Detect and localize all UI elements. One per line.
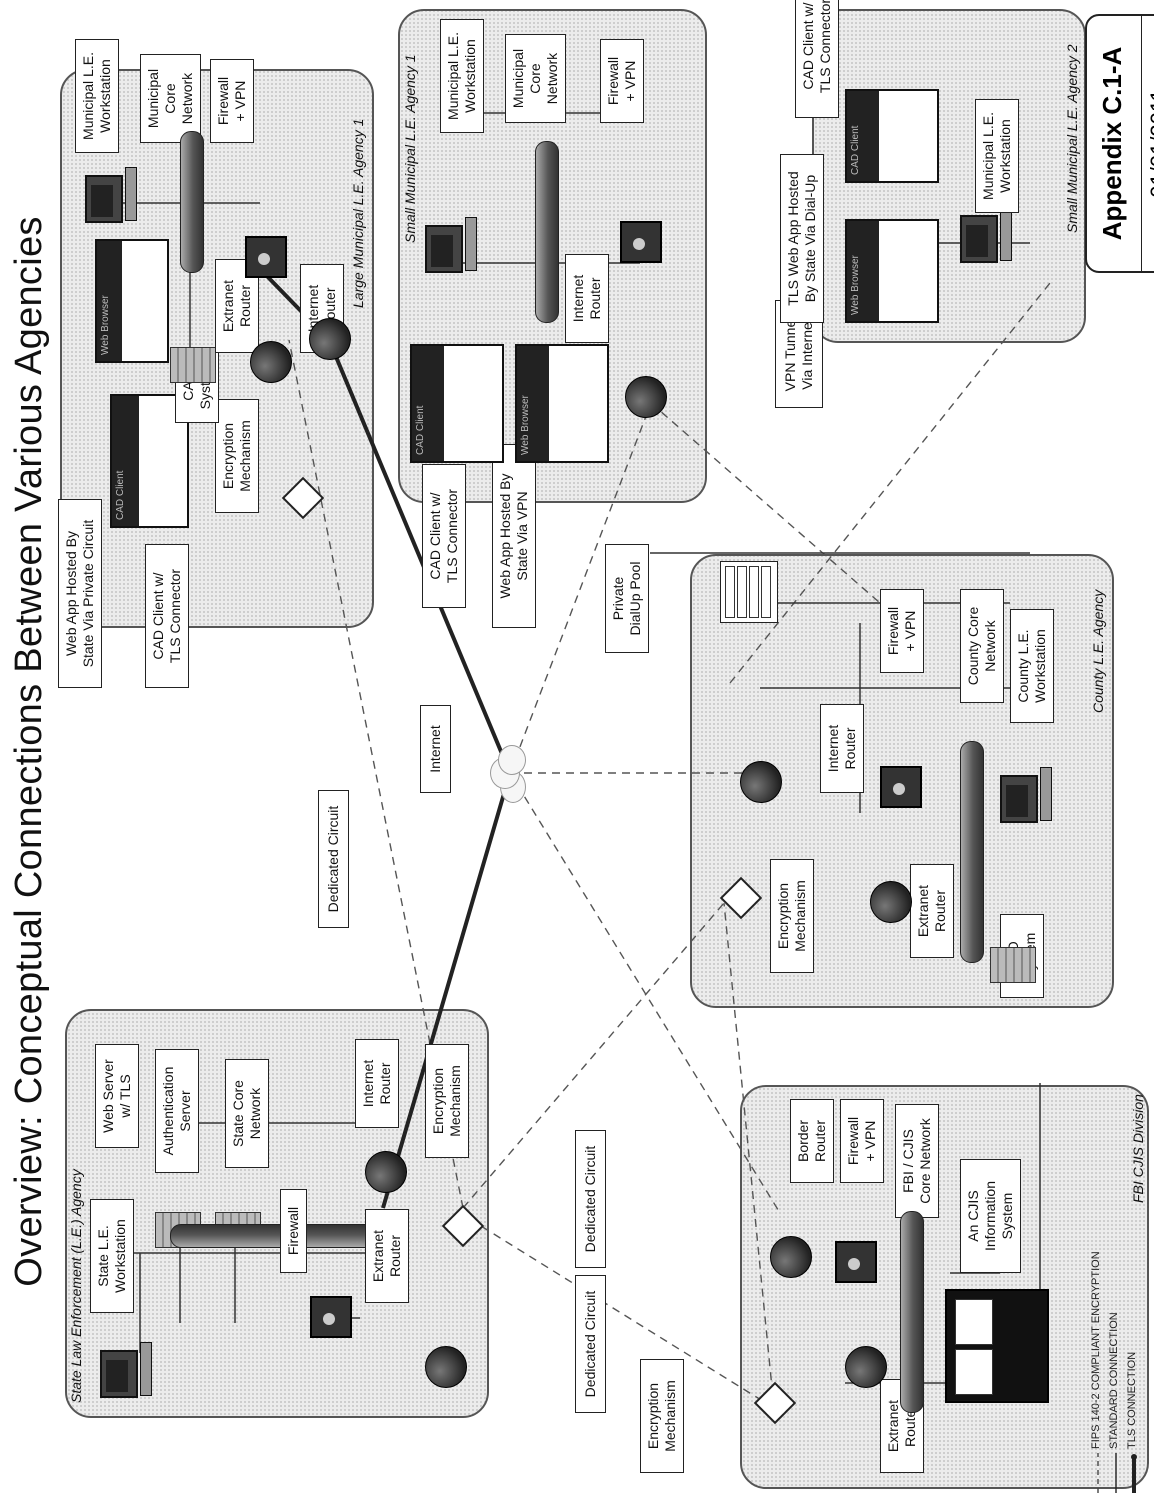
- fbi-firewall-label: Firewall + VPN: [840, 1099, 884, 1183]
- large-workstation-icon: [85, 167, 141, 223]
- state-auth-server-label: Authentication Server: [155, 1049, 199, 1173]
- small1-web-app-callout: Web App Hosted By State Via VPN: [492, 444, 536, 628]
- large-cad-client-callout: CAD Client w/ TLS Connector: [145, 544, 189, 688]
- county-internet-router-icon: [740, 761, 782, 803]
- county-core-network-label: County Core Network: [960, 589, 1004, 703]
- tls-link-internet-large: [327, 339, 512, 774]
- large-firewall-icon: [245, 236, 287, 278]
- small1-cad-client-window-title: CAD Client: [412, 346, 445, 461]
- county-internet-router-label: Internet Router: [820, 704, 864, 793]
- large-extranet-router-icon: [250, 341, 292, 383]
- small1-workstation-label: Municipal L.E. Workstation: [440, 19, 484, 133]
- small1-internet-router-icon: [625, 376, 667, 418]
- fips-link-state-county: [462, 902, 725, 1209]
- county-workstation-label: County L.E. Workstation: [1010, 609, 1054, 723]
- dialup-pool-icon: [720, 561, 778, 623]
- large-web-app-callout: Web App Hosted By State Via Private Circ…: [58, 499, 102, 688]
- large-web-browser-window: Web Browser: [95, 239, 169, 363]
- state-extranet-router-icon: [425, 1346, 467, 1388]
- county-encryption-label: Encryption Mechanism: [770, 859, 814, 973]
- vpn-link-small2: [729, 282, 1051, 684]
- dedicated-circuit-left-label: Dedicated Circuit: [575, 1275, 606, 1413]
- appendix-date: 01/01/2011: [1141, 16, 1154, 271]
- state-core-network-label: State Core Network: [225, 1059, 269, 1168]
- cad-client-window-title: CAD Client: [112, 396, 139, 526]
- fips-link-fbi-county: [723, 902, 775, 1409]
- fbi-border-router-icon: [770, 1236, 812, 1278]
- legend: FIPS 140-2 COMPLIANT ENCRYPTION STANDARD…: [1090, 1251, 1144, 1493]
- web-browser-window-title: Web Browser: [97, 241, 123, 361]
- small1-web-browser-window-title: Web Browser: [517, 346, 550, 461]
- legend-standard: STANDARD CONNECTION: [1108, 1251, 1126, 1493]
- appendix-name: Appendix C.1-A: [1097, 46, 1127, 241]
- large-firewall-label: Firewall + VPN: [210, 59, 254, 143]
- small1-internet-router-label: Internet Router: [565, 254, 609, 343]
- state-firewall-label: Firewall: [280, 1189, 307, 1273]
- county-extranet-router-label: Extranet Router: [910, 864, 954, 958]
- fbi-extranet-router-icon: [845, 1346, 887, 1388]
- legend-fips-text: FIPS 140-2 COMPLIANT ENCRYPTION: [1090, 1251, 1102, 1449]
- county-workstation-icon: [1000, 767, 1056, 823]
- small2-cad-client-window-title: CAD Client: [847, 91, 880, 181]
- fbi-border-router-label: Border Router: [790, 1099, 834, 1183]
- large-cad-system-icon: [170, 347, 216, 383]
- state-web-server-label: Web Server w/ TLS: [95, 1044, 139, 1148]
- state-workstation-label: State L.E. Workstation: [90, 1199, 134, 1313]
- state-internet-router-icon: [365, 1151, 407, 1193]
- county-dialup-pool-label: Private DialUp Pool: [605, 544, 649, 653]
- internet-cloud-icon: [490, 745, 526, 803]
- small1-core-network-icon: [535, 141, 559, 323]
- fips-link-fbi-state: [459, 1212, 775, 1409]
- internet-label: Internet: [420, 705, 451, 793]
- fbi-firewall-icon: [835, 1241, 877, 1283]
- large-workstation-label: Municipal L.E. Workstation: [75, 39, 119, 153]
- county-cad-system-icon: [990, 947, 1036, 983]
- fbi-core-network-icon: [900, 1211, 924, 1413]
- tls-link-state-internet: [381, 772, 512, 1209]
- large-internet-router-icon: [309, 318, 351, 360]
- small2-tls-web-callout: TLS Web App Hosted By State Via Dial-Up: [780, 154, 824, 323]
- internet-link-small1: [509, 402, 652, 774]
- large-core-network-label: Municipal Core Network: [140, 54, 201, 143]
- small2-cad-client-window: CAD Client: [845, 89, 939, 183]
- appendix-stamp: Appendix C.1-A 01/01/2011: [1085, 14, 1154, 273]
- dedicated-circuit-top-label: Dedicated Circuit: [318, 790, 349, 928]
- small1-cad-client-callout: CAD Client w/ TLS Connector: [422, 464, 466, 608]
- legend-tls: TLS CONNECTION: [1126, 1251, 1144, 1493]
- small1-web-browser-window: Web Browser: [515, 344, 609, 463]
- small1-workstation-icon: [425, 217, 481, 273]
- cjis-information-system-icon: [945, 1289, 1049, 1403]
- legend-fips: FIPS 140-2 COMPLIANT ENCRYPTION: [1090, 1251, 1108, 1493]
- small2-cad-client-callout: CAD Client w/ TLS Connector: [795, 0, 839, 118]
- fbi-encryption-label: Encryption Mechanism: [640, 1359, 684, 1473]
- large-encryption-label: Encryption Mechanism: [215, 399, 259, 513]
- legend-standard-text: STANDARD CONNECTION: [1108, 1312, 1120, 1449]
- state-workstation-icon: [100, 1342, 156, 1398]
- state-extranet-router-label: Extranet Router: [365, 1209, 409, 1303]
- county-extranet-router-icon: [870, 881, 912, 923]
- vpn-link-small1: [650, 402, 881, 604]
- state-encryption-label: Encryption Mechanism: [425, 1044, 469, 1158]
- small1-firewall-icon: [620, 221, 662, 263]
- state-internet-router-label: Internet Router: [355, 1039, 399, 1128]
- large-core-network-icon: [180, 131, 204, 273]
- state-firewall-icon: [310, 1296, 352, 1338]
- small1-core-network-label: Municipal Core Network: [505, 34, 566, 123]
- fbi-core-network-label: FBI / CJIS Core Network: [895, 1104, 939, 1218]
- small2-workstation-label: Municipal L.E. Workstation: [975, 99, 1019, 213]
- dedicated-circuit-mid-label: Dedicated Circuit: [575, 1130, 606, 1268]
- county-firewall-label: Firewall + VPN: [880, 589, 924, 673]
- small2-web-browser-window: Web Browser: [845, 219, 939, 323]
- small1-cad-client-window: CAD Client: [410, 344, 504, 463]
- fbi-info-system-label: An CJIS Information System: [960, 1159, 1021, 1273]
- small2-workstation-icon: [960, 207, 1016, 263]
- county-firewall-icon: [880, 766, 922, 808]
- small1-firewall-label: Firewall + VPN: [600, 39, 644, 123]
- legend-tls-text: TLS CONNECTION: [1126, 1351, 1138, 1449]
- small2-web-browser-window-title: Web Browser: [847, 221, 880, 321]
- county-core-network-icon: [960, 741, 984, 963]
- internet-link-fbi: [509, 772, 781, 1214]
